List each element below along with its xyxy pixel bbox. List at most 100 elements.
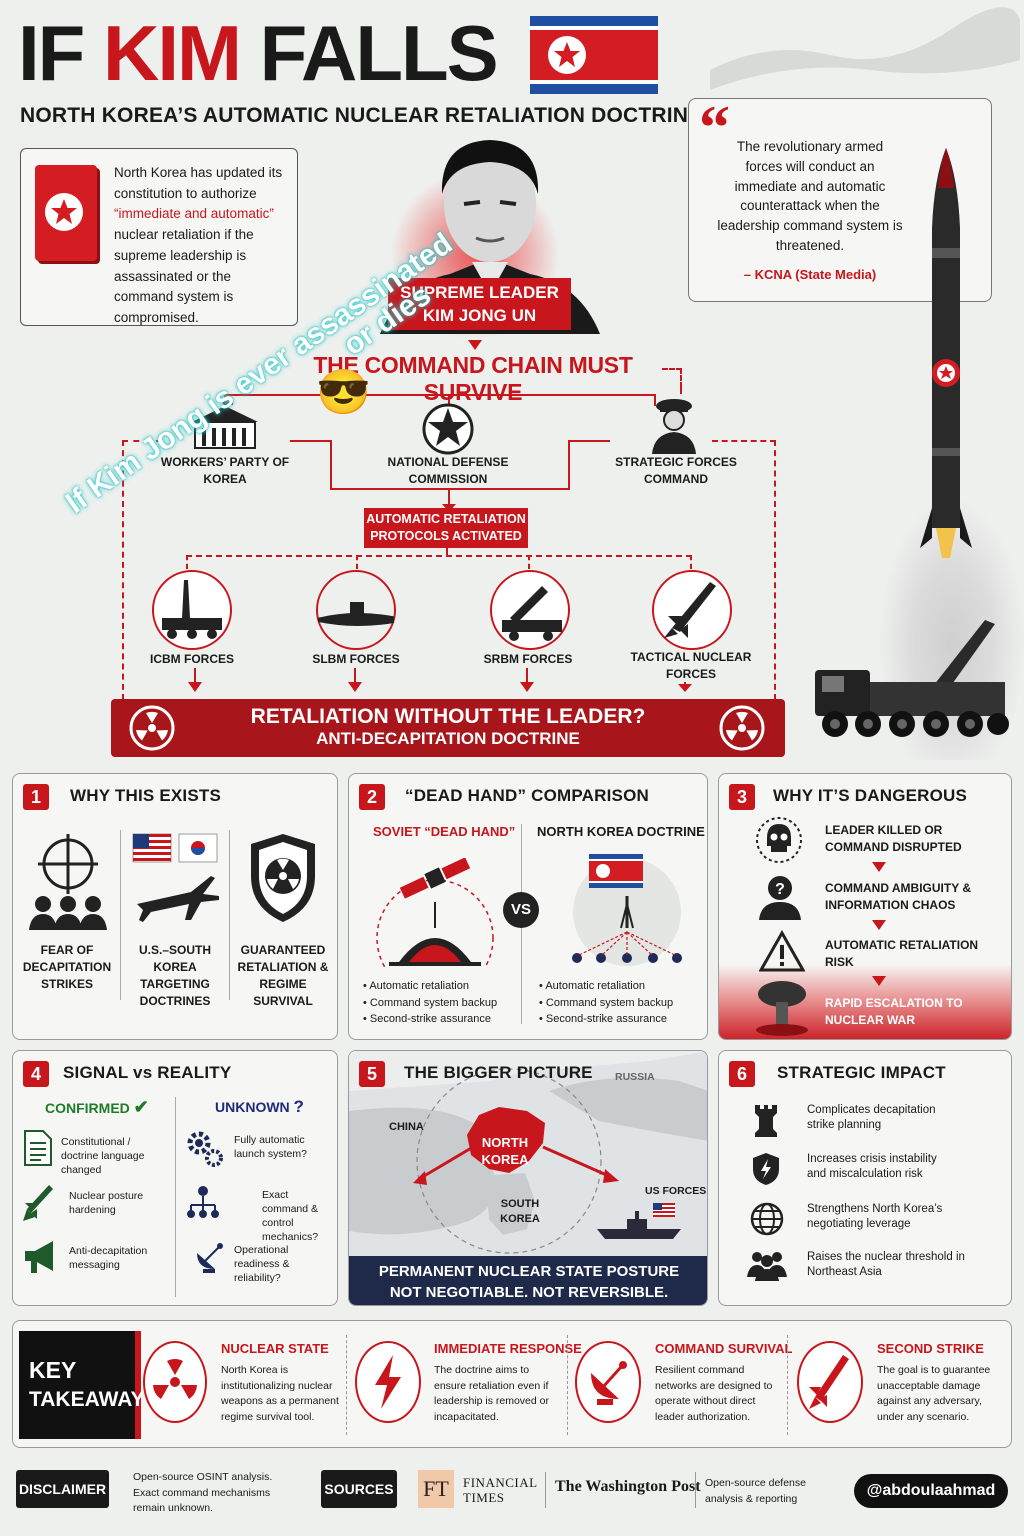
danger-step-1: LEADER KILLED OR COMMAND DISRUPTED xyxy=(825,823,962,854)
takeaway-title-3: COMMAND SURVIVAL xyxy=(655,1341,793,1356)
missile-red-icon xyxy=(809,1355,849,1409)
crosshair-soldiers-icon xyxy=(29,834,107,930)
map-sketch-decoration xyxy=(710,7,1020,91)
takeaway-title-2: IMMEDIATE RESPONSE xyxy=(434,1341,582,1356)
takeaway-text-3: Resilient command networks are designed … xyxy=(655,1364,773,1423)
megaphone-icon xyxy=(25,1241,53,1273)
wapo-logo: The Washington Post xyxy=(555,1478,701,1495)
unknown-label: UNKNOWN xyxy=(215,1099,290,1115)
panel2-title: “DEAD HAND” COMPARISON xyxy=(405,786,649,805)
panel3-title: WHY IT’S DANGEROUS xyxy=(773,786,968,805)
impact-item-4: Raises the nuclear threshold in Northeas… xyxy=(807,1251,965,1278)
node-strategic-forces: STRATEGIC FORCES COMMAND xyxy=(615,455,737,486)
ft-logo: FT xyxy=(418,1470,454,1508)
ft-name-line1: FINANCIAL xyxy=(463,1475,538,1490)
impact-item-2: Increases crisis instability and miscalc… xyxy=(807,1153,937,1180)
takeaways-label: KEY TAKEAWAYS xyxy=(19,1331,159,1439)
soviet-bullets: Automatic retaliation Command system bac… xyxy=(363,978,523,1028)
panel-signal-reality: 4 SIGNAL vs REALITY CONFIRMED ✔ UNKNOWN … xyxy=(12,1050,338,1306)
intro-line2: nuclear retaliation if the supreme leade… xyxy=(114,227,254,325)
nk-line2: KOREA xyxy=(481,1152,529,1167)
panel6-title: STRATEGIC IMPACT xyxy=(777,1063,946,1082)
workers-party-building-icon xyxy=(192,400,258,449)
page-subtitle: NORTH KOREA’S AUTOMATIC NUCLEAR RETALIAT… xyxy=(20,104,703,127)
panel1-title: WHY THIS EXISTS xyxy=(70,786,221,805)
panel1-item-3: GUARANTEED RETALIATION & REGIME SURVIVAL xyxy=(237,943,329,1008)
label-north-korea: NORTH KOREA xyxy=(475,1134,535,1168)
takeaways-line2: TAKEAWAYS xyxy=(29,1388,159,1411)
panel-strategic-impact: 6 STRATEGIC IMPACT Complicates decapitat… xyxy=(718,1050,1012,1306)
document-icon xyxy=(24,1130,52,1166)
region-map xyxy=(349,1051,707,1261)
skull-icon xyxy=(756,817,802,863)
leader-label-line2: KIM JONG UN xyxy=(422,306,537,325)
takeaways-line1: KEY xyxy=(29,1357,77,1383)
confirmed-header: CONFIRMED ✔ xyxy=(45,1097,149,1118)
satellite-bunker-icon xyxy=(376,858,494,968)
quote-text: The revolutionary armed forces will cond… xyxy=(717,139,903,253)
node-workers-party: WORKERS’ PARTY OF KOREA xyxy=(160,455,290,486)
tactical-missile-icon xyxy=(664,582,716,638)
satellite-dish-icon xyxy=(591,1361,627,1405)
people-group-icon xyxy=(747,1252,787,1281)
soviet-title: SOVIET “DEAD HAND” xyxy=(373,824,516,839)
takeaway-radiation-circle xyxy=(143,1341,207,1423)
node-national-defense: NATIONAL DEFENSE COMMISSION xyxy=(387,455,509,486)
unknown-item-3: Operational readiness & reliability? xyxy=(234,1244,290,1284)
force-srbm: SRBM FORCES xyxy=(483,652,573,666)
tactical-forces-circle xyxy=(652,570,732,650)
label-china: CHINA xyxy=(389,1121,424,1133)
posture-line2: NOT NEGOTIABLE. NOT REVERSIBLE. xyxy=(389,1284,669,1301)
quote-source: – KCNA (State Media) xyxy=(743,267,877,282)
officer-icon xyxy=(652,399,696,454)
intro-highlight: “immediate and automatic” xyxy=(114,206,274,222)
us-korea-flags-jet-icon xyxy=(132,833,219,922)
soviet-bullet: Command system backup xyxy=(363,995,523,1012)
leader-label-line1: SUPREME LEADER xyxy=(400,283,559,302)
chess-rook-icon xyxy=(755,1105,777,1137)
author-handle[interactable]: @abdoulaahmad xyxy=(854,1474,1008,1508)
confirmed-label: CONFIRMED xyxy=(45,1100,130,1116)
takeaway-bolt-circle xyxy=(355,1341,421,1423)
sk-line1: SOUTH xyxy=(500,1198,540,1210)
takeaway-text-1: North Korea is institutionalizing nuclea… xyxy=(221,1364,339,1423)
panel-dangerous: 3 WHY IT’S DANGEROUS LEADER KILLED OR CO… xyxy=(718,773,1012,1040)
soviet-bullet: Second-strike assurance xyxy=(363,1011,523,1028)
question-person-icon: ? xyxy=(759,876,801,920)
impact-item-3: Strengthens North Korea’s negotiating le… xyxy=(807,1203,943,1230)
panel-why-exists: 1 WHY THIS EXISTS FEAR OF DECAPITATION S… xyxy=(12,773,338,1040)
confirmed-item-1: Constitutional / doctrine language chang… xyxy=(61,1136,145,1176)
panel-bigger-picture: 5 THE BIGGER PICTURE RUSSIA CHINA NORTH … xyxy=(348,1050,708,1306)
protocol-line2: PROTOCOLS ACTIVATED xyxy=(370,529,522,543)
protocol-line1: AUTOMATIC RETALIATION xyxy=(366,512,526,526)
unknown-item-2: Exact command & control mechanics? xyxy=(262,1189,319,1243)
panel4-number: 4 xyxy=(23,1061,49,1087)
force-icbm: ICBM FORCES xyxy=(150,652,234,666)
star-emblem-icon xyxy=(422,403,474,455)
nk-bullet: Second-strike assurance xyxy=(539,1011,699,1028)
protocol-box: AUTOMATIC RETALIATION PROTOCOLS ACTIVATE… xyxy=(364,508,528,548)
warship-icon xyxy=(597,1203,681,1239)
panel5-number: 5 xyxy=(359,1061,385,1087)
panel1-item-1: FEAR OF DECAPITATION STRIKES xyxy=(22,943,112,991)
title-kim: KIM xyxy=(103,9,242,97)
gears-icon xyxy=(187,1131,223,1167)
radiation-icon-right xyxy=(719,705,765,751)
lightning-icon xyxy=(375,1355,401,1409)
nk-bullet: Command system backup xyxy=(539,995,699,1012)
retaliation-banner: RETALIATION WITHOUT THE LEADER? ANTI-DEC… xyxy=(111,699,785,757)
osint-text: Open-source defense analysis & reporting xyxy=(705,1477,806,1505)
checkmark-icon: ✔ xyxy=(133,1097,149,1117)
unknown-header: UNKNOWN ? xyxy=(215,1097,304,1117)
panel1-item-2: U.S.–SOUTH KOREA TARGETING DOCTRINES xyxy=(138,943,211,1008)
srbm-launcher-icon xyxy=(502,586,562,641)
icbm-forces-circle xyxy=(152,570,232,650)
sk-line2: KOREA xyxy=(500,1213,540,1225)
slbm-forces-circle xyxy=(310,570,410,650)
takeaway-text-2: The doctrine aims to ensure retaliation … xyxy=(434,1364,549,1423)
danger-step-2: COMMAND AMBIGUITY & INFORMATION CHAOS xyxy=(825,881,971,912)
unknown-item-1: Fully automatic launch system? xyxy=(234,1134,307,1160)
impact-item-1: Complicates decapitation strike planning xyxy=(807,1104,936,1131)
page-title: IF KIM FALLS xyxy=(18,8,499,98)
leader-down-arrow xyxy=(468,340,482,350)
